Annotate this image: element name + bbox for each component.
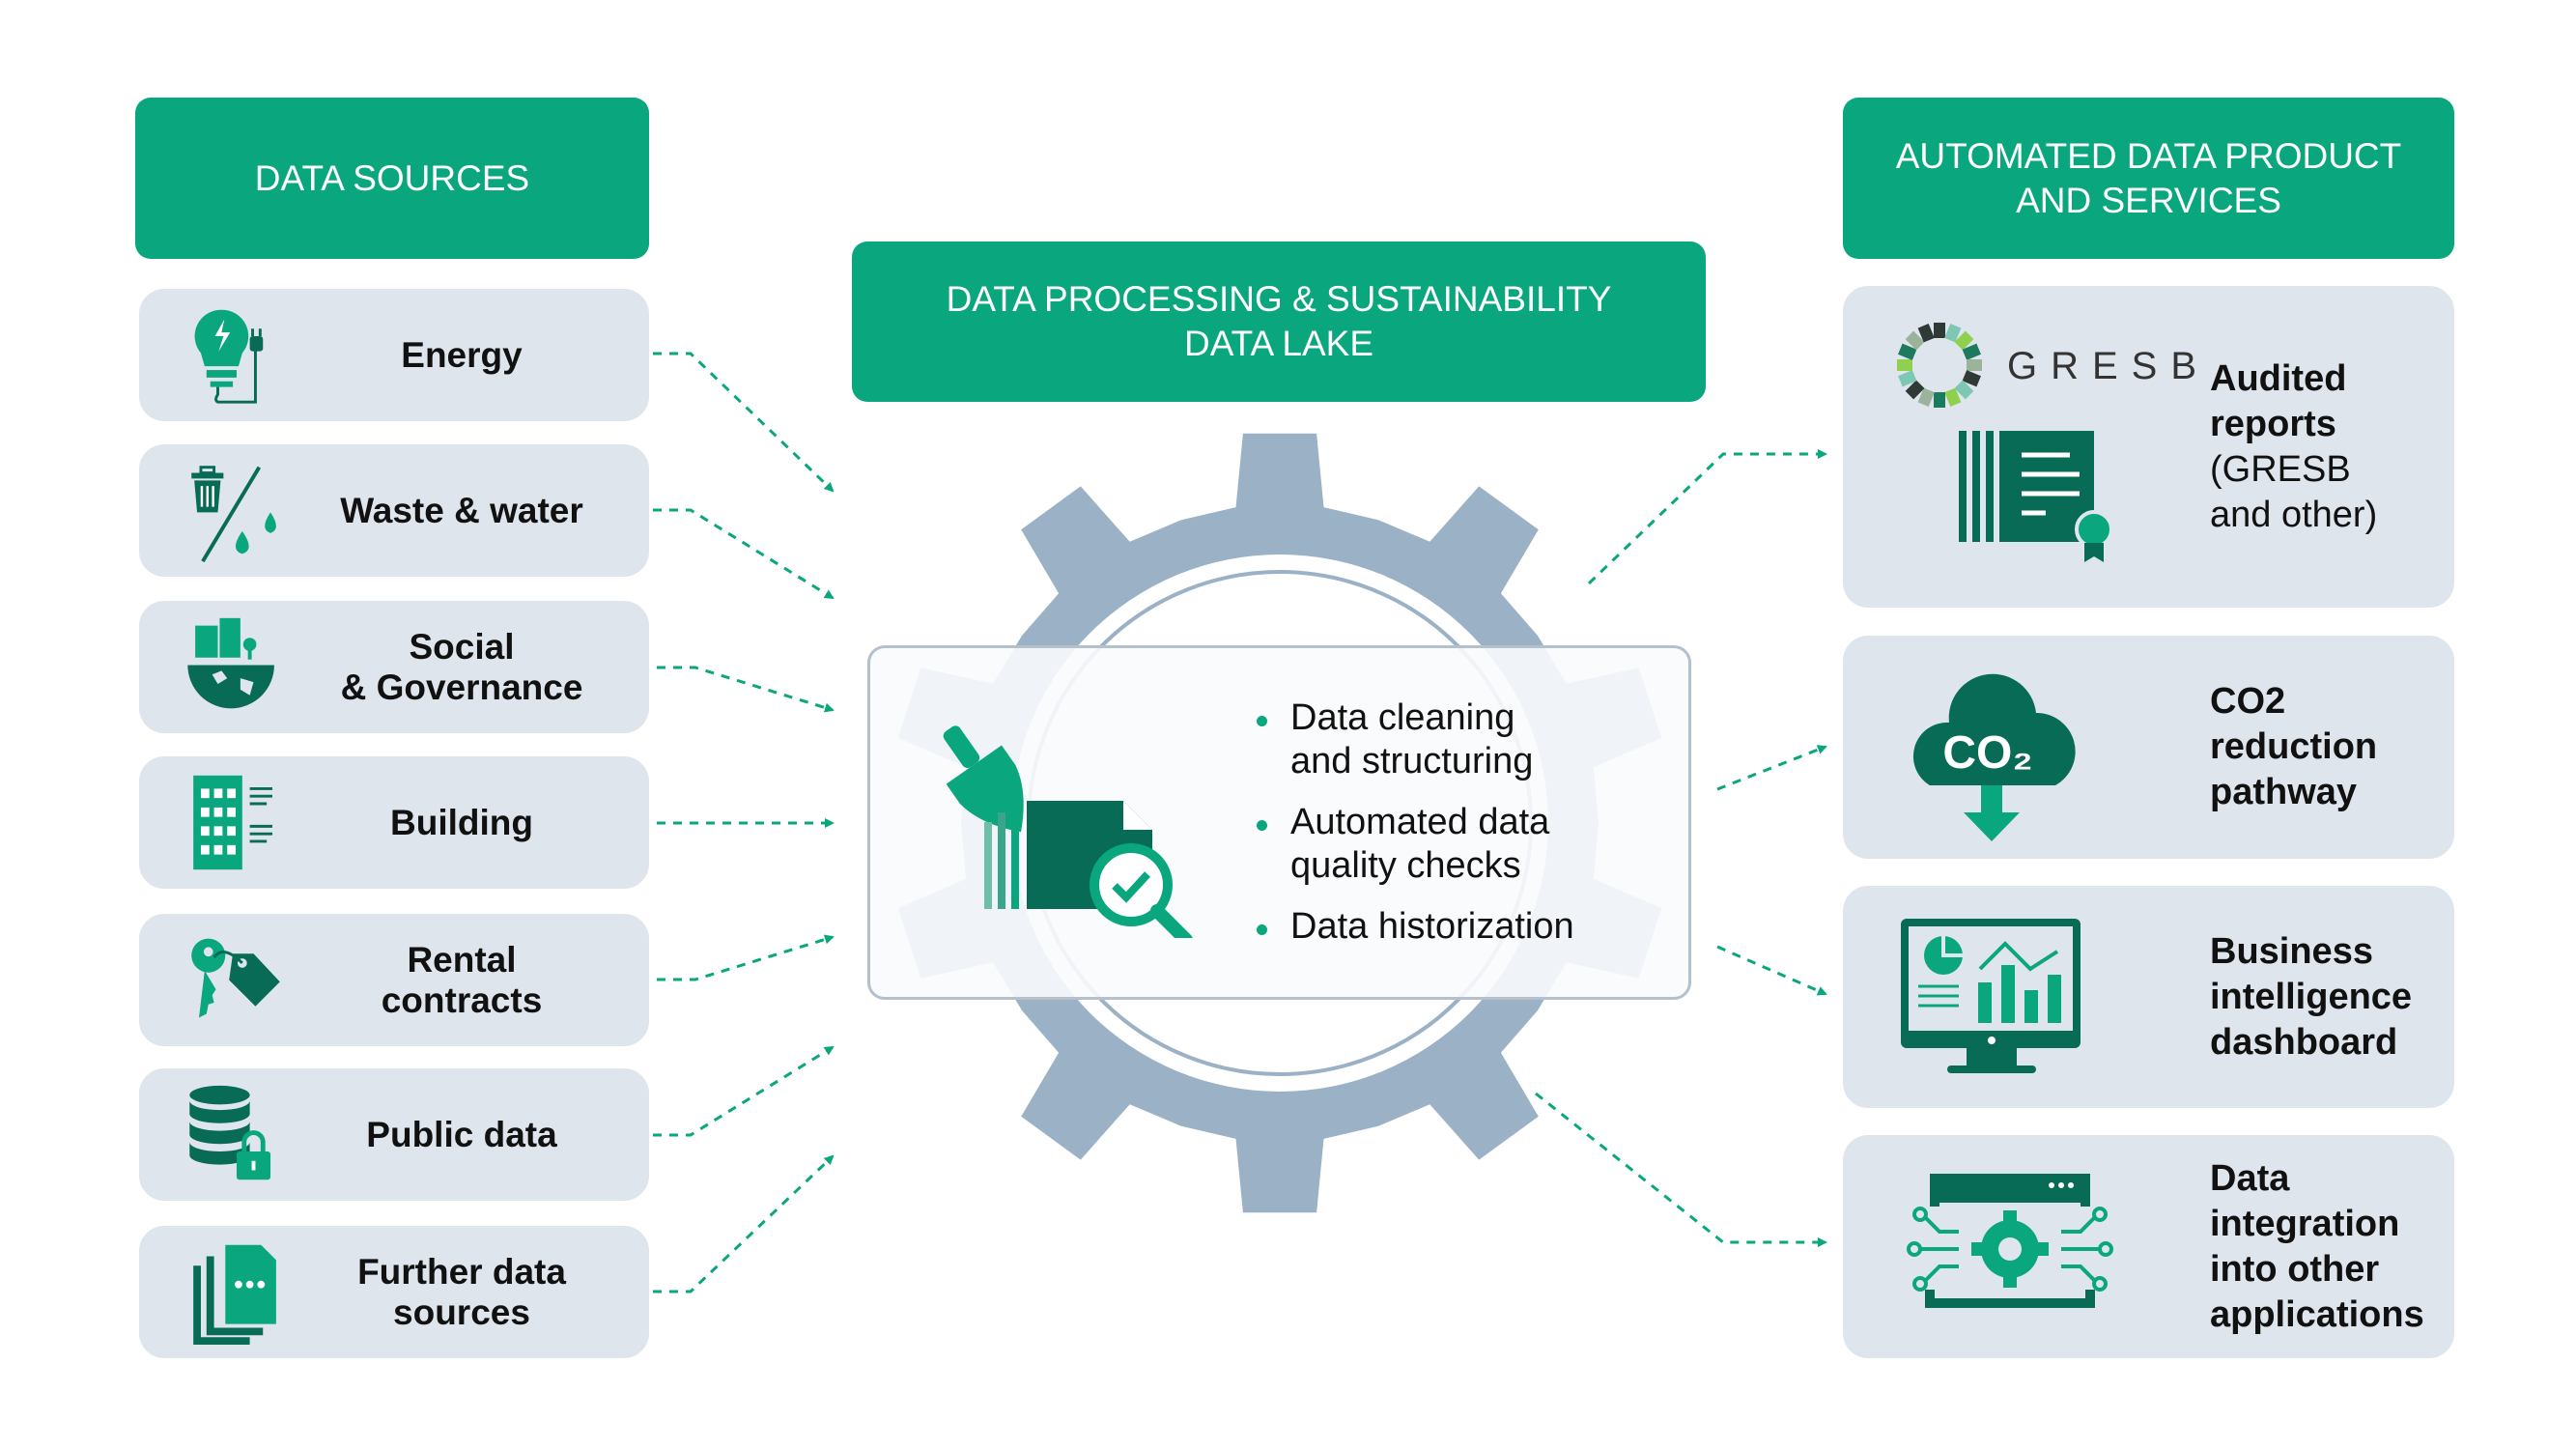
source-card-building: Building [139, 756, 649, 889]
source-label-line1: Social [409, 626, 515, 667]
co2-cloud-icon: CO₂ [1912, 673, 2076, 841]
building-icon [193, 775, 272, 870]
source-label-line1: Public data [366, 1114, 557, 1154]
product-label-line: intelligence [2210, 976, 2413, 1017]
gresb-logo: GRESB [1897, 323, 2210, 408]
source-label: Energy [294, 289, 630, 421]
product-label-line: pathway [2210, 772, 2358, 812]
source-label: Waste & water [294, 444, 630, 577]
source-card-social: Social& Governance [139, 601, 649, 733]
flow-arrow [653, 1045, 835, 1137]
data-sources-header: DATA SOURCES [135, 98, 649, 259]
product-label-line: and other) [2210, 494, 2378, 535]
products-title-line1: AUTOMATED DATA PRODUCT [1895, 135, 2402, 176]
product-label-line: integration [2210, 1203, 2400, 1244]
product-label-line: (GRESB [2210, 448, 2351, 490]
product-label-line: Audited [2210, 357, 2347, 399]
product-label-line: Business [2210, 930, 2373, 972]
source-label-line1: Rental [407, 939, 517, 980]
products-header: AUTOMATED DATA PRODUCT AND SERVICES [1843, 98, 2454, 259]
flow-arrow [653, 352, 835, 493]
processing-title-line2: DATA LAKE [1183, 324, 1374, 363]
source-label: Public data [294, 1068, 630, 1201]
source-card-waste-water: Waste & water [139, 444, 649, 577]
flow-arrow [653, 1154, 835, 1293]
product-label-line: into other [2210, 1248, 2380, 1290]
svg-text:CO₂: CO₂ [1942, 727, 2032, 779]
processing-title-line1: DATA PROCESSING & SUSTAINABILITY [946, 279, 1612, 319]
product-label-line: dashboard [2210, 1021, 2398, 1063]
source-label-line1: Further data [357, 1251, 566, 1292]
processing-step: Data cleaning and structuring [1257, 696, 1551, 783]
source-label-line2: sources [393, 1292, 530, 1332]
lightbulb-plug-icon [194, 309, 264, 404]
product-label-line: Data [2210, 1157, 2290, 1199]
flow-arrow [1716, 745, 1827, 791]
source-label: Building [294, 756, 630, 889]
product-label-line: reduction [2210, 726, 2378, 767]
flow-arrow [657, 934, 835, 981]
documents-icon [193, 1244, 276, 1346]
dashboard-monitor-icon [1901, 919, 2081, 1073]
products-title-line2: AND SERVICES [2016, 180, 2281, 220]
processing-header: DATA PROCESSING & SUSTAINABILITY DATA LA… [852, 242, 1706, 402]
source-card-energy: Energy [139, 289, 649, 421]
key-tag-icon [191, 938, 280, 1018]
integration-gear-icon [1907, 1174, 2113, 1308]
flow-arrow [1587, 449, 1827, 585]
source-label-line2: contracts [381, 980, 543, 1020]
trash-water-icon [191, 466, 276, 563]
flow-arrow [1535, 1092, 1827, 1247]
source-card-public-data: Public data [139, 1068, 649, 1201]
source-label: Social& Governance [294, 601, 630, 733]
flow-arrow [1716, 945, 1827, 996]
database-lock-icon [189, 1085, 271, 1180]
product-label-line: reports [2210, 403, 2336, 444]
svg-text:GRESB: GRESB [2007, 345, 2210, 387]
cleaning-document-search-icon [943, 725, 1193, 938]
city-globe-icon [187, 617, 274, 709]
processing-step: Data historization [1257, 905, 1638, 949]
source-label-line2: & Governance [340, 667, 583, 707]
source-label-line1: Waste & water [340, 490, 583, 530]
flow-arrow [657, 666, 835, 713]
source-label-line1: Energy [401, 334, 523, 375]
flow-arrow [653, 508, 835, 600]
product-label-line: applications [2210, 1293, 2424, 1335]
processing-step: Automated data quality checks [1257, 801, 1551, 888]
data-sources-title: DATA SOURCES [254, 157, 530, 198]
product-label-line: CO2 [2210, 681, 2286, 722]
certificate-icon: GRESB [1897, 323, 2210, 562]
source-label-line1: Building [390, 802, 533, 842]
